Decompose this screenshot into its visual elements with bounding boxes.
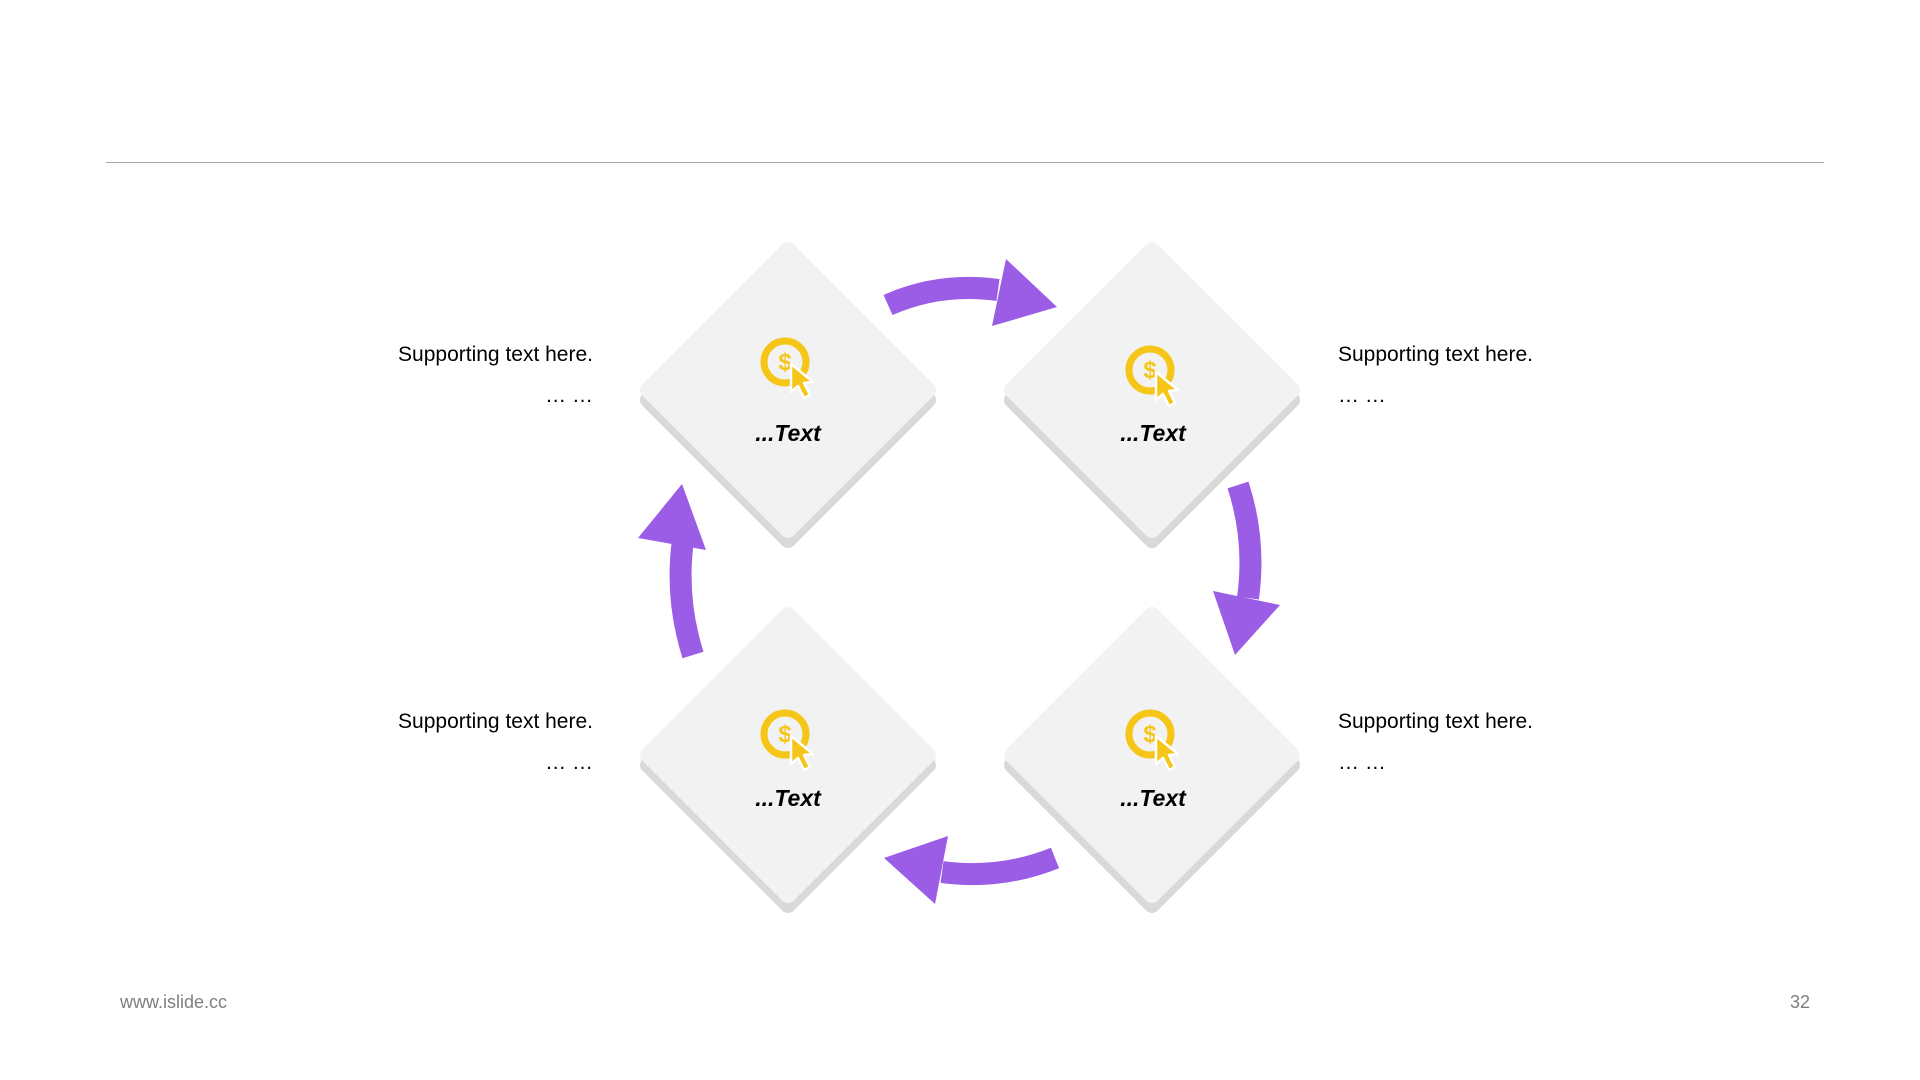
supporting-text-ellipsis: … … <box>545 384 593 407</box>
supporting-text-ellipsis: … … <box>1338 751 1386 774</box>
header-divider <box>106 162 1824 163</box>
supporting-text-ellipsis: … … <box>545 751 593 774</box>
cycle-arrow-right <box>1213 481 1280 655</box>
diamond-card-top-right <box>1004 242 1300 548</box>
page-number: 32 <box>1789 992 1810 1012</box>
cycle-arrow-bottom <box>884 836 1060 904</box>
diamond-card-bottom-right <box>1004 607 1300 913</box>
supporting-text-line: Supporting text here. <box>1338 343 1533 366</box>
supporting-text-bottom-left: Supporting text here. … … <box>333 707 593 778</box>
supporting-text-line: Supporting text here. <box>1338 710 1533 733</box>
cycle-arrow-left <box>638 484 706 659</box>
supporting-text-top-left: Supporting text here. … … <box>333 340 593 411</box>
footer-url[interactable]: www.islide.cc <box>120 992 228 1012</box>
node-label-bottom-right: ...Text <box>1120 785 1186 811</box>
supporting-text-line: Supporting text here. <box>398 343 593 366</box>
supporting-text-bottom-right: Supporting text here. … … <box>1338 707 1598 778</box>
node-label-top-left: ...Text <box>755 420 821 446</box>
supporting-text-line: Supporting text here. <box>398 710 593 733</box>
supporting-text-ellipsis: … … <box>1338 384 1386 407</box>
supporting-text-top-right: Supporting text here. … … <box>1338 340 1598 411</box>
cycle-arrow-top <box>883 259 1057 326</box>
node-label-top-right: ...Text <box>1120 420 1186 446</box>
diamond-card-bottom-left <box>640 607 936 913</box>
diamond-card-top-left <box>640 242 936 548</box>
node-label-bottom-left: ...Text <box>755 785 821 811</box>
